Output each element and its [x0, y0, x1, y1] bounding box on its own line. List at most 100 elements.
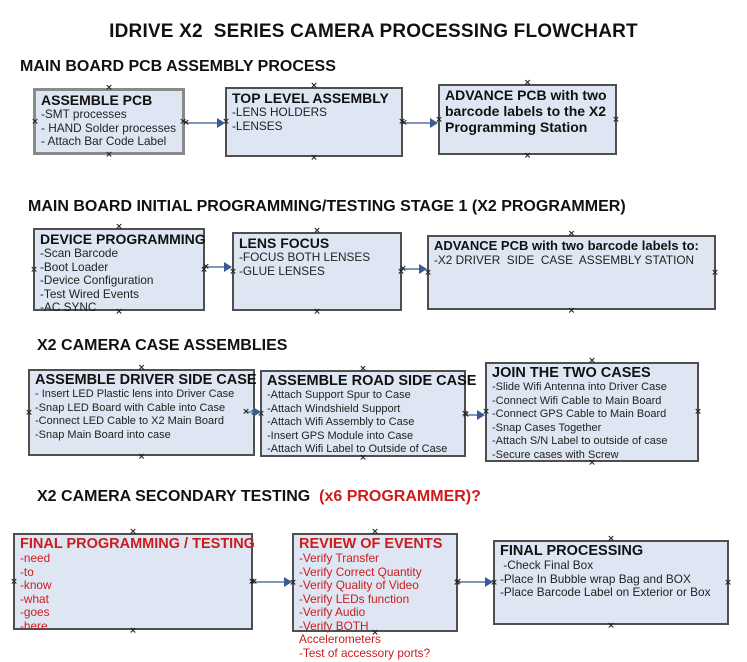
connection-handle-icon — [310, 82, 318, 90]
box-line: -Connect GPS Cable to Main Board — [492, 408, 667, 420]
connection-handle-icon — [462, 411, 470, 419]
box-line: -goes — [20, 605, 50, 619]
box-title: LENS FOCUS — [239, 235, 330, 251]
section-heading-initial-programming: MAIN BOARD INITIAL PROGRAMMING/TESTING S… — [28, 198, 626, 215]
box-line: -Connect Wifi Cable to Main Board — [492, 394, 662, 407]
box-line: -Attach Wifi Label to Outside of Case — [267, 443, 448, 455]
connection-handle-icon — [138, 364, 146, 372]
box-line: -need — [20, 551, 51, 565]
box-line: -Verify Audio — [299, 605, 366, 619]
connection-handle-icon — [568, 307, 576, 315]
connection-handle-icon — [138, 453, 146, 461]
flow-arrow — [254, 577, 292, 587]
connection-handle-icon — [25, 409, 33, 417]
box-line: -GLUE LENSES — [239, 263, 325, 278]
box-line: -Snap Main Board into case — [35, 428, 171, 441]
connection-handle-icon — [400, 119, 408, 127]
box-line: -AC SYNC — [40, 300, 97, 314]
box-line: -Attach Support Spur to Case — [267, 389, 411, 401]
connection-handle-icon — [313, 227, 321, 235]
flow-arrow — [206, 262, 232, 272]
box-line: -Attach Windshield Support — [267, 402, 401, 415]
box-title: JOIN THE TWO CASES — [492, 365, 651, 381]
box-line: -what — [20, 591, 49, 606]
connection-handle-icon — [129, 528, 137, 536]
connection-handle-icon — [588, 357, 596, 365]
box-line: -LENSES — [232, 118, 283, 133]
connection-handle-icon — [310, 154, 318, 162]
box-line: -know — [20, 578, 52, 592]
box-title: ASSEMBLE ROAD SIDE CASE — [267, 373, 477, 389]
connection-handle-icon — [454, 578, 462, 586]
flow-box-device-programming: DEVICE PROGRAMMING -Scan Barcode -Boot L… — [30, 228, 206, 314]
box-title: ASSEMBLE DRIVER SIDE CASE — [35, 372, 257, 388]
connection-handle-icon — [115, 308, 123, 316]
box-title: ASSEMBLE PCB — [41, 92, 153, 108]
box-line: -Boot Loader — [40, 259, 109, 274]
box-line: -Verify Transfer — [299, 551, 379, 565]
connection-handle-icon — [724, 579, 732, 587]
flow-box-assemble-road-side-case: ASSEMBLE ROAD SIDE CASE -Attach Support … — [260, 370, 477, 457]
box-title: FINAL PROCESSING — [500, 543, 644, 559]
box-line: -SMT processes — [41, 107, 127, 121]
box-line: -Check Final Box — [500, 558, 594, 572]
connection-handle-icon — [30, 266, 38, 274]
box-line: -Slide Wifi Antenna into Driver Case — [492, 381, 667, 393]
flow-box-advance-pcb-driver-side-station: ADVANCE PCB with two barcode labels to: … — [427, 235, 716, 310]
flow-box-lens-focus: LENS FOCUS -FOCUS BOTH LENSES -GLUE LENS… — [232, 232, 402, 311]
box-line: - Insert LED Plastic lens into Driver Ca… — [35, 388, 235, 400]
connection-handle-icon — [10, 578, 18, 586]
connection-handle-icon — [182, 119, 190, 127]
flow-box-advance-pcb-programming-station: ADVANCE PCB with two barcode labels to t… — [438, 84, 617, 155]
section-heading-black-text: X2 CAMERA SECONDARY TESTING — [37, 488, 315, 505]
box-title: ADVANCE PCB with two barcode labels to t… — [445, 87, 607, 135]
flow-box-assemble-pcb: ASSEMBLE PCB -SMT processes - HAND Solde… — [33, 88, 185, 155]
box-line: -Verify Quality of Video — [299, 578, 419, 592]
connection-handle-icon — [588, 459, 596, 467]
connection-handle-icon — [250, 578, 258, 586]
section-heading-red-text: (x6 PROGRAMMER)? — [314, 488, 481, 505]
connection-handle-icon — [371, 528, 379, 536]
box-line: -Test Wired Events — [40, 286, 139, 301]
box-line: -Verify Correct Quantity — [299, 564, 422, 579]
box-line: -Connect LED Cable to X2 Main Board — [35, 415, 224, 427]
box-title: TOP LEVEL ASSEMBLY — [232, 90, 389, 106]
box-line: -Test of accessory ports? — [299, 645, 431, 660]
connection-handle-icon — [612, 116, 620, 124]
box-line: -Verify LEDs function — [299, 591, 410, 606]
box-line: -FOCUS BOTH LENSES — [239, 250, 371, 264]
box-line: - Attach Bar Code Label — [41, 134, 167, 148]
connection-handle-icon — [524, 79, 532, 87]
box-line: -Attach S/N Label to outside of case — [492, 435, 668, 447]
connection-handle-icon — [129, 627, 137, 635]
flow-box-final-programming-testing: FINAL PROGRAMMING / TESTING -need -to -k… — [10, 533, 255, 632]
connection-handle-icon — [607, 535, 615, 543]
flow-arrow — [404, 118, 438, 128]
connection-handle-icon — [607, 622, 615, 630]
section-heading-case-assemblies: X2 CAMERA CASE ASSEMBLIES — [37, 337, 288, 354]
flow-arrow — [466, 410, 485, 420]
connection-handle-icon — [242, 408, 250, 416]
box-title: FINAL PROGRAMMING / TESTING — [20, 536, 255, 552]
box-line: -Verify BOTH Accelerometers — [299, 618, 381, 646]
connection-handle-icon — [711, 269, 719, 277]
connection-handle-icon — [371, 629, 379, 637]
box-line: -Secure cases with Screw — [492, 448, 619, 461]
box-line: -X2 DRIVER SIDE CASE ASSEMBLY STATION — [434, 253, 695, 267]
connection-handle-icon — [694, 408, 702, 416]
box-line: -Attach Wifi Assembly to Case — [267, 416, 415, 428]
box-line: -Place In Bubble wrap Bag and BOX — [500, 571, 691, 586]
connection-handle-icon — [105, 151, 113, 159]
section-heading-pcb-assembly: MAIN BOARD PCB ASSEMBLY PROCESS — [20, 58, 336, 75]
connection-handle-icon — [313, 308, 321, 316]
box-line: -LENS HOLDERS — [232, 105, 328, 119]
box-line: - HAND Solder processes — [41, 120, 177, 135]
box-title: REVIEW OF EVENTS — [299, 536, 443, 552]
box-line: -Snap Cases Together — [492, 421, 602, 434]
flow-arrow — [458, 577, 493, 587]
connection-handle-icon — [568, 230, 576, 238]
connection-handle-icon — [524, 152, 532, 160]
box-title: ADVANCE PCB with two barcode labels to: — [434, 238, 699, 253]
box-line: -Device Configuration — [40, 273, 154, 287]
